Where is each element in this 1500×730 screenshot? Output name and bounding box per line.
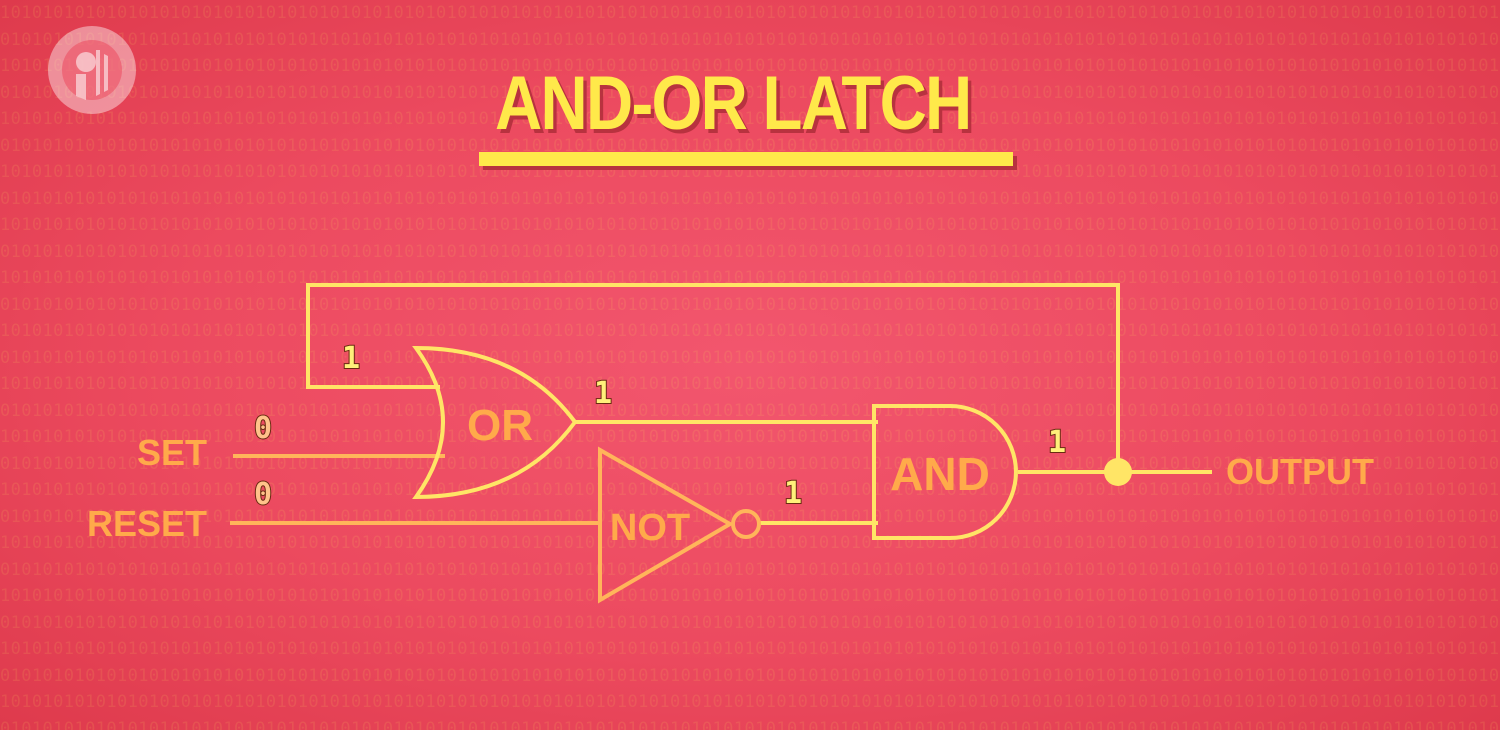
not-gate-bubble: [731, 509, 761, 539]
not-output-value: 1: [784, 476, 802, 511]
feedback-value: 1: [342, 341, 360, 376]
and-gate: [872, 404, 1018, 540]
not-gate-label: NOT: [610, 507, 690, 549]
reset-label: RESET: [87, 503, 207, 544]
not-gate: [598, 446, 735, 604]
or-gate-label: OR: [467, 401, 533, 450]
page-title: AND-OR LATCH: [495, 61, 972, 146]
and-output-value: 1: [1048, 425, 1066, 460]
set-value: 0: [254, 411, 272, 446]
reset-value: 0: [254, 477, 272, 512]
or-gate: [412, 345, 578, 500]
set-label: SET: [137, 432, 207, 473]
title-underline: [479, 152, 1013, 166]
output-label: OUTPUT: [1226, 451, 1374, 492]
or-output-value: 1: [594, 376, 612, 411]
junction-dot: [1104, 458, 1132, 486]
pbs-logo-icon: [48, 26, 136, 114]
and-gate-label: AND: [890, 448, 990, 500]
feedback-wire: [306, 283, 1120, 472]
